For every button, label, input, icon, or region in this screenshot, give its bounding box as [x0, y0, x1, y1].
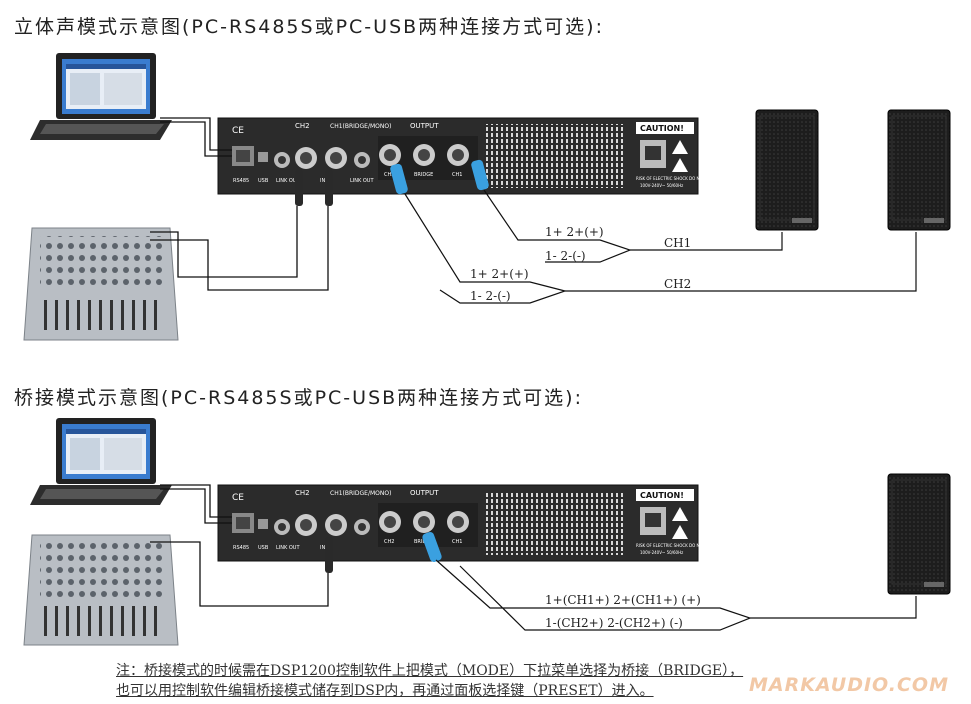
bridge-mode-note-line1: 注：桥接模式的时候需在DSP1200控制软件上把模式（MODE）下拉菜单选择为桥… [116, 663, 744, 679]
svg-text:100V-240V~ 50/60Hz: 100V-240V~ 50/60Hz [640, 550, 683, 555]
bridge-section: CE RS485 USB CH2 CH1(BRIDGE/MONO) LINK O… [23, 418, 951, 646]
svg-text:RISK OF ELECTRIC SHOCK DO NOT: RISK OF ELECTRIC SHOCK DO NOT OPEN [636, 543, 717, 548]
svg-text:RS485: RS485 [233, 545, 249, 551]
speaker-icon [755, 109, 819, 231]
bridge-mode-note-line2: 也可以用控制软件编辑桥接模式储存到DSP内，再通过面板选择键（PRESET）进入… [116, 683, 654, 699]
warning-triangle-icon [672, 525, 688, 539]
speakon-plugs [422, 531, 442, 563]
speaker-cables [404, 189, 917, 304]
speakon-plugs [390, 159, 489, 195]
bridge-positive-label: 1+(CH1+) 2+(CH1+) (+) [545, 593, 701, 607]
svg-text:IN: IN [320, 545, 325, 551]
ch1-label: CH1 [664, 236, 691, 250]
ch2-positive-label: 1+ 2+(+) [470, 267, 529, 281]
svg-text:RISK OF ELECTRIC SHOCK DO NOT: RISK OF ELECTRIC SHOCK DO NOT OPEN [636, 176, 717, 181]
speaker-icon [887, 109, 951, 231]
watermark: MARKAUDIO.COM [748, 674, 949, 696]
svg-text:CH2: CH2 [295, 122, 310, 130]
ch1-negative-label: 1- 2-(-) [545, 249, 586, 263]
stereo-section: CE RS485 USB CH2 CH1(BRIDGE/MONO) LINK O… [23, 53, 951, 341]
laptop-icon [30, 418, 172, 505]
amplifier-rear-panel: CE RS485 USB CH2 CH1(BRIDGE/MONO) LINK O… [217, 484, 717, 562]
caution-label: CAUTION! [640, 124, 684, 133]
xlr-plugs [295, 170, 333, 206]
svg-text:CH1(BRIDGE/MONO): CH1(BRIDGE/MONO) [330, 123, 391, 130]
svg-text:CH1: CH1 [452, 172, 462, 178]
signal-cables [150, 484, 329, 607]
bridge-negative-label: 1-(CH2+) 2-(CH2+) (-) [545, 616, 683, 630]
caution-label: CAUTION! [640, 491, 684, 500]
bridge-mode-heading: 桥接模式示意图(PC-RS485S或PC-USB两种连接方式可选): [14, 387, 583, 409]
ch1-positive-label: 1+ 2+(+) [545, 225, 604, 239]
svg-text:BRIDGE: BRIDGE [414, 172, 433, 178]
ch2-label: CH2 [664, 277, 691, 291]
svg-text:OUTPUT: OUTPUT [410, 122, 439, 130]
xlr-plugs [325, 537, 333, 573]
svg-text:CH1(BRIDGE/MONO): CH1(BRIDGE/MONO) [330, 490, 391, 497]
svg-text:CE: CE [232, 493, 244, 503]
svg-text:CH2: CH2 [384, 539, 394, 545]
laptop-icon [30, 53, 172, 140]
mixer-icon [23, 227, 179, 341]
usb-port [258, 152, 268, 162]
vent-grille [484, 124, 624, 188]
ce-mark: CE [232, 126, 244, 136]
svg-text:CH2: CH2 [384, 172, 394, 178]
mixer-icon [23, 534, 179, 646]
svg-text:RS485: RS485 [233, 178, 249, 184]
speaker-cables [435, 559, 917, 631]
svg-text:OUTPUT: OUTPUT [410, 489, 439, 497]
stereo-mode-heading: 立体声模式示意图(PC-RS485S或PC-USB两种连接方式可选): [14, 16, 604, 38]
svg-text:100V-240V~ 50/60Hz: 100V-240V~ 50/60Hz [640, 183, 683, 188]
speaker-icon [887, 473, 951, 595]
signal-cables [150, 117, 329, 291]
warning-triangle-icon [672, 158, 688, 172]
svg-text:CH1: CH1 [452, 539, 462, 545]
svg-text:LINK OUT: LINK OUT [276, 545, 300, 551]
svg-text:USB: USB [258, 545, 269, 551]
svg-text:LINK OUT: LINK OUT [350, 178, 374, 184]
amplifier-rear-panel: CE RS485 USB CH2 CH1(BRIDGE/MONO) LINK O… [217, 117, 717, 195]
svg-text:CH2: CH2 [295, 489, 310, 497]
svg-text:IN: IN [320, 178, 325, 184]
ch2-negative-label: 1- 2-(-) [470, 289, 511, 303]
warning-triangle-icon [672, 507, 688, 521]
warning-triangle-icon [672, 140, 688, 154]
svg-text:USB: USB [258, 178, 269, 184]
usb-port [258, 519, 268, 529]
svg-text:BRIDGE: BRIDGE [414, 539, 433, 545]
svg-text:LINK OUT: LINK OUT [276, 178, 300, 184]
vent-grille [484, 491, 624, 555]
